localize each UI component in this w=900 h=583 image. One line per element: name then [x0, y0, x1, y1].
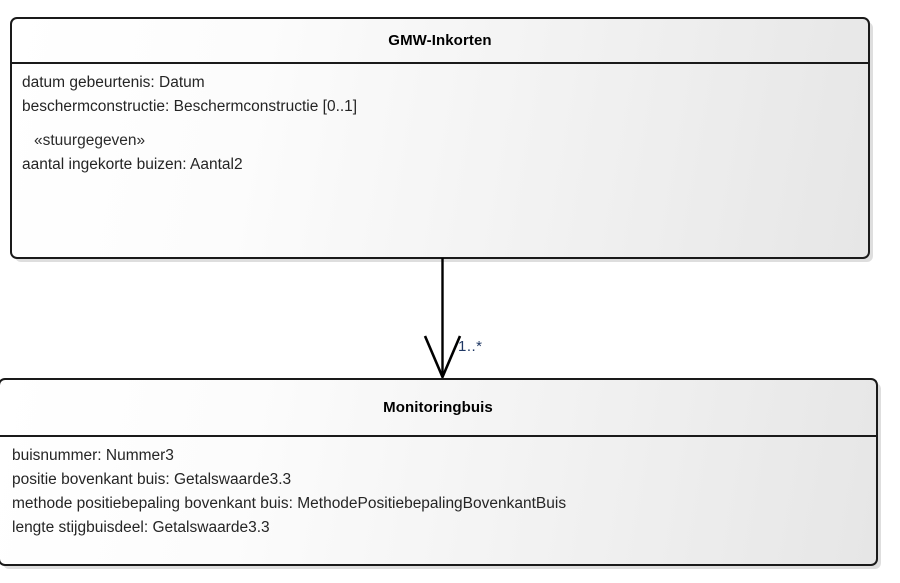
attribute-row: methode positiebepaling bovenkant buis: … [12, 495, 567, 512]
attribute-stereotype: «stuurgegeven» [34, 132, 146, 149]
attribute-row: lengte stijgbuisdeel: Getalswaarde3.3 [12, 519, 270, 536]
association-multiplicity-label: 1..* [458, 338, 483, 355]
attribute-row: positie bovenkant buis: Getalswaarde3.3 [12, 471, 292, 488]
attribute-row: aantal ingekorte buizen: Aantal2 [22, 156, 243, 173]
attribute-spacer [12, 119, 868, 129]
class-title-monitoringbuis: Monitoringbuis [0, 380, 876, 437]
class-box-monitoringbuis[interactable]: Monitoringbuis buisnummer: Nummer3 posit… [0, 378, 878, 566]
class-box-gmw-inkorten[interactable]: GMW-Inkorten datum gebeurtenis: Datum be… [10, 17, 870, 259]
attribute-row: buisnummer: Nummer3 [12, 447, 174, 464]
attribute-row: datum gebeurtenis: Datum [22, 74, 205, 91]
open-arrowhead-icon [423, 335, 462, 381]
attribute-row: beschermconstructie: Beschermconstructie… [22, 98, 358, 115]
attribute-compartment-monitoringbuis: buisnummer: Nummer3 positie bovenkant bu… [0, 437, 876, 540]
class-title-gmw-inkorten: GMW-Inkorten [12, 19, 868, 64]
attribute-compartment-gmw-inkorten: datum gebeurtenis: Datum beschermconstru… [12, 64, 868, 177]
